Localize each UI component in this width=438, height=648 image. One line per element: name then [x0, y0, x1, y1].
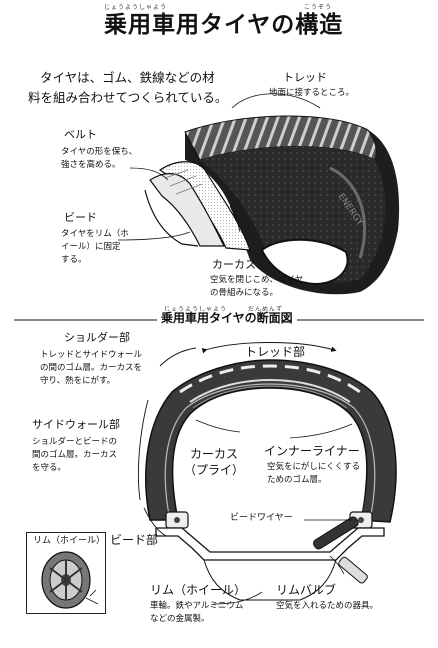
- label-sidewall: サイドウォール部: [32, 418, 120, 431]
- inset-label: リム（ホイール）: [33, 536, 106, 548]
- desc-rim-2: などの金属製。: [150, 614, 210, 624]
- range-arrows: [137, 342, 337, 537]
- desc-tread: 地面に接するところ。: [269, 88, 355, 98]
- label-carcass: カーカス: [212, 258, 256, 271]
- label-ply: （プライ）: [184, 463, 245, 477]
- desc-bead-2: イール）に固定: [61, 242, 121, 252]
- title-ruby-2: こうぞう: [304, 4, 333, 11]
- wheel-inset-box: [26, 532, 106, 614]
- desc-sidewall-3: を守る。: [32, 463, 67, 473]
- desc-carcass-1: 空気を閉じこめ、タイヤ: [210, 275, 304, 285]
- page-title: 乗用車用タイヤの構造: [104, 12, 344, 38]
- title-ruby: じょうようしゃよう: [104, 4, 168, 11]
- rim-valve-drawing: [313, 516, 368, 584]
- desc-bead-1: タイヤをリム（ホ: [61, 229, 129, 239]
- desc-shoulder-1: トレッドとサイドウォール: [40, 350, 143, 360]
- label-bead-wire: ビードワイヤー: [230, 513, 293, 523]
- section-title: 乗用車用タイヤの断面図: [157, 311, 297, 326]
- desc-innerliner-2: ためのゴム層。: [267, 475, 327, 485]
- label-bead: ビード: [64, 211, 97, 224]
- label-innerliner: インナーライナー: [264, 444, 360, 458]
- tire-body: ENERGY: [184, 115, 400, 295]
- desc-shoulder-3: 守り、熱をにがす。: [40, 376, 116, 386]
- intro-line-2: 料を組み合わせてつくられている。: [28, 90, 228, 105]
- desc-shoulder-2: の間のゴム層。カーカスを: [40, 363, 143, 373]
- inset-wheel-drawing: [41, 551, 99, 609]
- desc-rim-1: 車輪。鉄やアルミニウム: [150, 601, 244, 611]
- desc-valve: 空気を入れるための器具。: [276, 601, 379, 611]
- label-valve: リムバルブ: [276, 583, 337, 597]
- cross-section-drawing: [145, 359, 397, 601]
- label-bead-part: ビード部: [110, 533, 159, 547]
- cross-leader-lines: [195, 419, 353, 605]
- desc-innerliner-1: 空気をにがしにくくする: [267, 462, 361, 472]
- cutaway-layers: [144, 161, 251, 251]
- label-belt-cross: ベルト: [250, 405, 280, 416]
- desc-belt-1: タイヤの形を保ち、: [61, 147, 138, 157]
- label-tread-part: トレッド部: [245, 345, 306, 359]
- desc-bead-3: する。: [61, 255, 87, 265]
- desc-sidewall-1: ショルダーとビードの: [32, 437, 118, 447]
- desc-carcass-2: の骨組みになる。: [210, 288, 279, 298]
- label-shoulder: ショルダー部: [64, 331, 130, 344]
- section-ruby: じょうようしゃよう だんめんず: [164, 306, 284, 313]
- desc-sidewall-2: 間のゴム層。カーカス: [32, 450, 118, 460]
- intro-line-1: タイヤは、ゴム、鉄線などの材: [40, 70, 215, 85]
- label-carcass-cross: カーカス: [190, 447, 239, 461]
- desc-belt-2: 強さを高める。: [61, 160, 121, 170]
- top-leader-lines: [117, 93, 321, 241]
- label-tread: トレッド: [283, 71, 327, 84]
- label-rim: リム（ホイール）: [150, 583, 247, 597]
- label-belt: ベルト: [64, 128, 97, 141]
